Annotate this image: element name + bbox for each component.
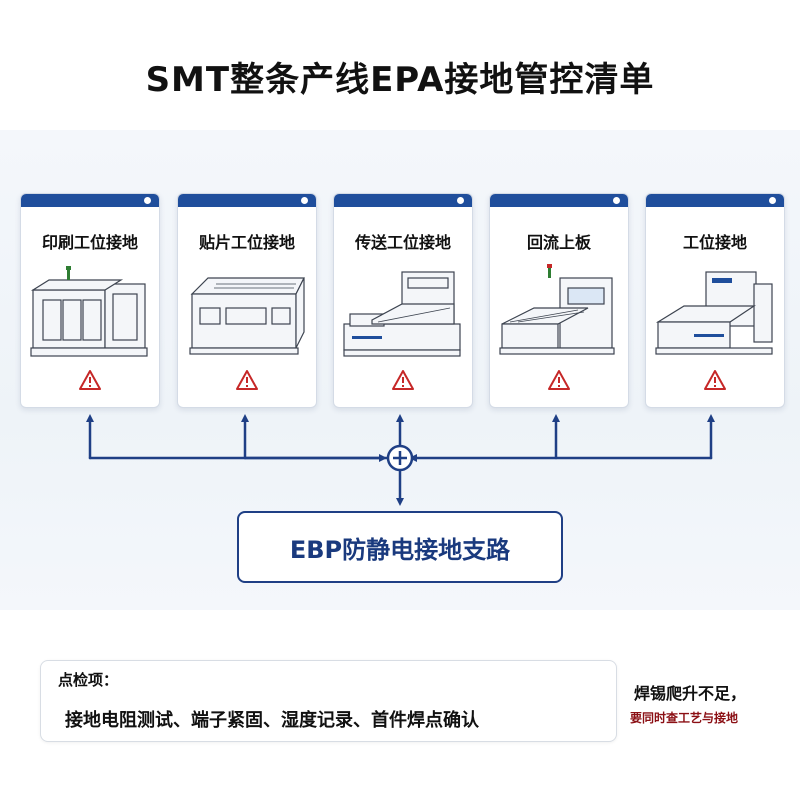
station-label: 贴片工位接地: [198, 233, 295, 252]
solder-note-line2: 要同时查工艺与接地: [630, 711, 739, 725]
ebp-ground-branch-box: EBP防静电接地支路: [237, 511, 563, 583]
printer-machine-icon: [30, 266, 148, 357]
warning-triangle-icon: [392, 370, 414, 390]
inspection-checklist-panel: 点检项： 接地电阻测试、端子紧固、湿度记录、首件焊点确认: [40, 660, 617, 742]
card-header-bar: [646, 194, 784, 207]
page-title: SMT整条产线EPA接地管控清单: [145, 60, 655, 100]
conveyor-machine-icon: [343, 271, 461, 357]
checklist-items: 接地电阻测试、端子紧固、湿度记录、首件焊点确认: [65, 710, 479, 731]
station-label: 传送工位接地: [354, 233, 451, 252]
header-dot: [769, 197, 776, 204]
pick-and-place-machine-icon: [189, 277, 305, 355]
station-card-workstation: 工位接地: [645, 193, 785, 408]
card-header-bar: [178, 194, 316, 207]
station-label: 印刷工位接地: [41, 233, 138, 252]
warning-triangle-icon: [79, 370, 101, 390]
reflow-oven-icon: [499, 264, 615, 355]
card-header-bar: [490, 194, 628, 207]
station-card-placement: 贴片工位接地: [177, 193, 317, 408]
station-card-reflow: 回流上板: [489, 193, 629, 408]
warning-triangle-icon: [236, 370, 258, 390]
warning-triangle-icon: [704, 370, 726, 390]
inspection-machine-icon: [655, 271, 773, 355]
ebp-label: EBP防静电接地支路: [289, 535, 511, 564]
header-dot: [613, 197, 620, 204]
checklist-title: 点检项：: [58, 671, 119, 689]
header-dot: [301, 197, 308, 204]
solder-note-line1: 焊锡爬升不足，: [634, 684, 747, 703]
header-dot: [144, 197, 151, 204]
station-label: 回流上板: [526, 233, 591, 252]
station-card-printing: 印刷工位接地: [20, 193, 160, 408]
card-header-bar: [21, 194, 159, 207]
station-label: 工位接地: [682, 233, 747, 252]
card-header-bar: [334, 194, 472, 207]
station-card-conveyor: 传送工位接地: [333, 193, 473, 408]
warning-triangle-icon: [548, 370, 570, 390]
header-dot: [457, 197, 464, 204]
